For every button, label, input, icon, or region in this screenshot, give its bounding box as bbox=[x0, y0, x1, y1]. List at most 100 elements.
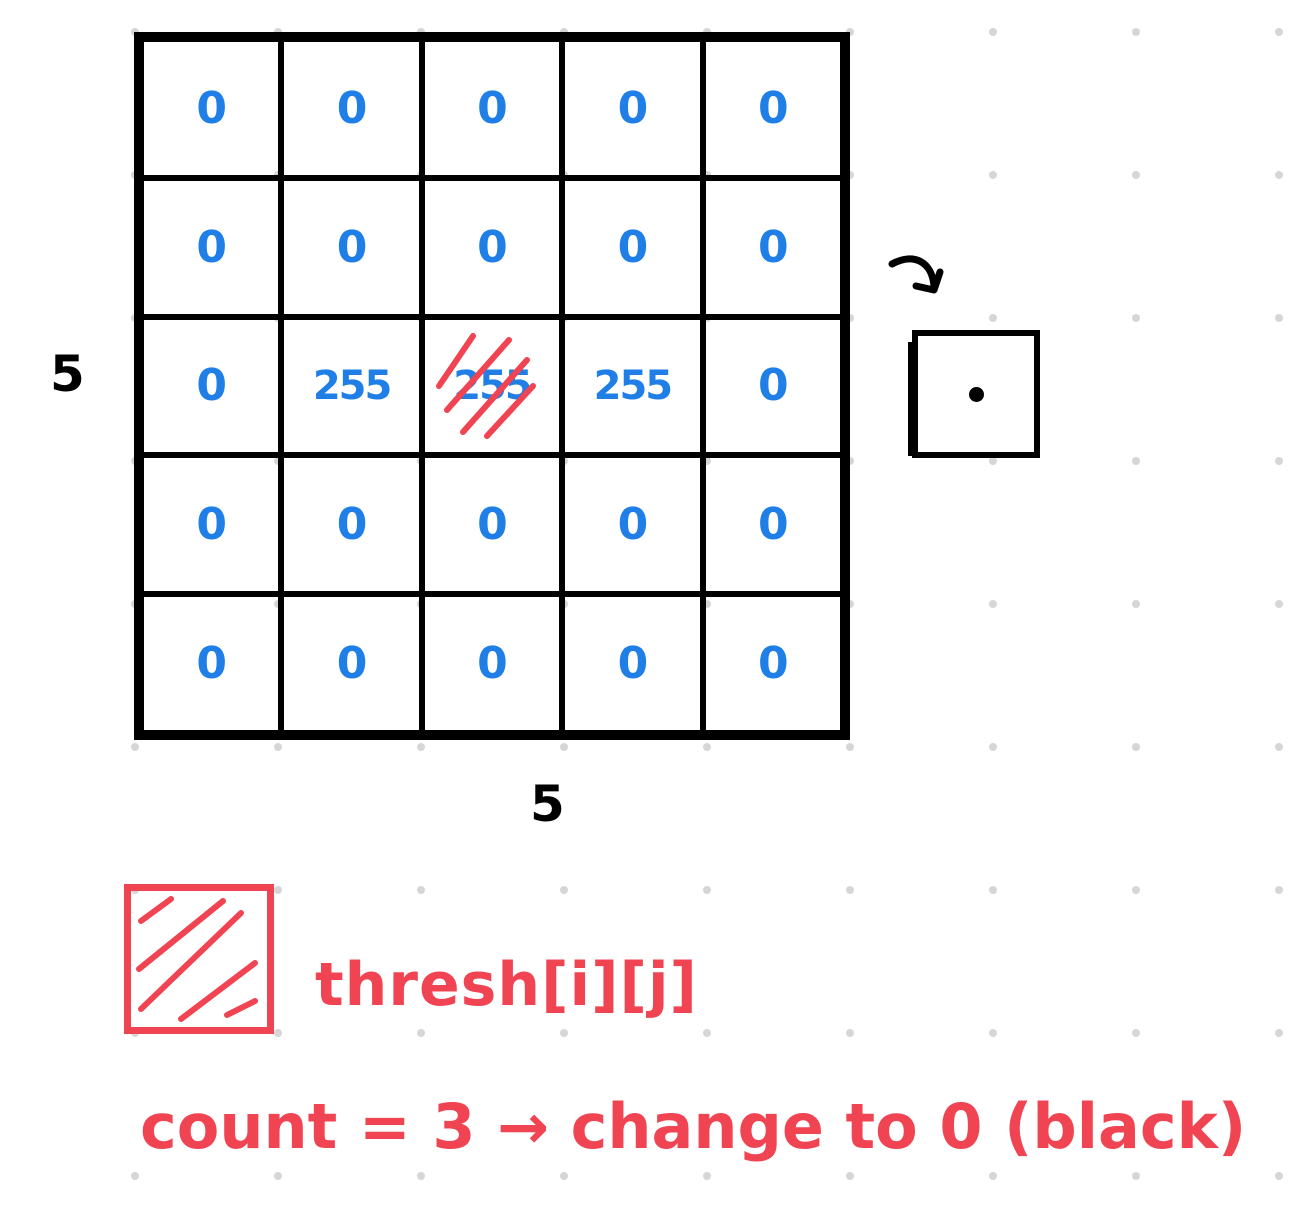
grid-dot bbox=[274, 1172, 282, 1180]
grid-dot bbox=[1275, 171, 1283, 179]
grid-dot bbox=[1275, 457, 1283, 465]
grid-dot bbox=[1275, 28, 1283, 36]
cell-value: 0 bbox=[757, 360, 789, 412]
grid-dot bbox=[560, 743, 568, 751]
kernel-edge bbox=[908, 342, 916, 456]
grid-dot bbox=[989, 600, 997, 608]
grid-dot bbox=[560, 886, 568, 894]
cell-value: 255 bbox=[453, 362, 532, 409]
cell-value: 0 bbox=[757, 638, 789, 690]
column-count-label: 5 bbox=[530, 775, 565, 833]
grid-dot bbox=[1275, 1029, 1283, 1037]
matrix-cell: 0 bbox=[141, 455, 282, 595]
matrix-cell: 0 bbox=[702, 455, 843, 595]
matrix-cell: 0 bbox=[562, 455, 703, 595]
grid-dot bbox=[274, 743, 282, 751]
grid-dot bbox=[1132, 886, 1140, 894]
cell-value: 0 bbox=[617, 82, 649, 134]
grid-dot bbox=[989, 171, 997, 179]
grid-dot bbox=[1132, 314, 1140, 322]
grid-dot bbox=[274, 886, 282, 894]
grid-dot bbox=[703, 1029, 711, 1037]
grid-dot bbox=[417, 743, 425, 751]
cell-value: 0 bbox=[757, 221, 789, 273]
matrix-cell: 0 bbox=[702, 594, 843, 733]
grid-dot bbox=[989, 314, 997, 322]
grid-dot bbox=[1275, 1172, 1283, 1180]
grid-dot bbox=[1132, 457, 1140, 465]
grid-dot bbox=[1132, 743, 1140, 751]
cell-value: 0 bbox=[757, 82, 789, 134]
grid-dot bbox=[274, 1029, 282, 1037]
grid-dot bbox=[989, 457, 997, 465]
grid-dot bbox=[846, 1029, 854, 1037]
grid-dot bbox=[417, 1029, 425, 1037]
cell-value: 0 bbox=[617, 638, 649, 690]
cell-value: 0 bbox=[196, 638, 227, 690]
cell-value: 0 bbox=[336, 499, 368, 551]
grid-dot bbox=[989, 1029, 997, 1037]
cell-value: 0 bbox=[196, 499, 227, 551]
cell-value: 0 bbox=[196, 221, 227, 273]
grid-dot bbox=[1132, 1172, 1140, 1180]
cell-value: 0 bbox=[477, 499, 508, 551]
matrix-cell: 0 bbox=[421, 455, 563, 595]
hatch-icon bbox=[136, 896, 258, 1022]
grid-dot bbox=[846, 1172, 854, 1180]
cell-value: 255 bbox=[312, 362, 392, 409]
kernel-window bbox=[908, 330, 1040, 458]
cell-value: 0 bbox=[336, 82, 368, 134]
cell-value: 0 bbox=[477, 221, 508, 273]
matrix-cell: 0 bbox=[421, 594, 563, 733]
matrix-cell: 0 bbox=[421, 177, 563, 317]
grid-dot bbox=[1275, 886, 1283, 894]
curved-arrow-icon bbox=[888, 255, 944, 294]
matrix-cell: 0 bbox=[281, 177, 422, 317]
grid-dot bbox=[846, 886, 854, 894]
grid-dot bbox=[1275, 600, 1283, 608]
matrix-cell: 255 bbox=[421, 316, 563, 456]
matrix-cell: 0 bbox=[702, 39, 843, 178]
cell-value: 0 bbox=[477, 638, 508, 690]
grid-dot bbox=[1132, 28, 1140, 36]
cell-value: 0 bbox=[617, 499, 649, 551]
grid-dot bbox=[417, 1172, 425, 1180]
kernel-center-dot bbox=[969, 387, 984, 402]
grid-dot bbox=[989, 28, 997, 36]
grid-dot bbox=[989, 1172, 997, 1180]
matrix-cell: 0 bbox=[281, 39, 422, 178]
grid-dot bbox=[131, 743, 139, 751]
matrix-cell: 255 bbox=[281, 316, 422, 456]
matrix-cell: 0 bbox=[562, 177, 703, 317]
legend-label: thresh[i][j] bbox=[315, 950, 698, 1020]
matrix-cell: 0 bbox=[141, 177, 282, 317]
matrix-cell: 0 bbox=[562, 594, 703, 733]
cell-value: 0 bbox=[196, 360, 227, 412]
legend-swatch bbox=[124, 884, 274, 1034]
grid-dot bbox=[703, 886, 711, 894]
count-note: count = 3 → change to 0 (black) bbox=[140, 1090, 1247, 1163]
grid-dot bbox=[1132, 171, 1140, 179]
pixel-matrix: 0 0 0 0 0 0 0 0 0 0 0 255 255 255 0 0 0 0 0 0 0 0 0 0 0 bbox=[134, 32, 850, 740]
matrix-cell: 0 bbox=[141, 39, 282, 178]
cell-value: 0 bbox=[617, 221, 649, 273]
grid-dot bbox=[1132, 1029, 1140, 1037]
matrix-cell: 255 bbox=[562, 316, 703, 456]
cell-value: 0 bbox=[336, 638, 368, 690]
matrix-cell: 0 bbox=[141, 594, 282, 733]
grid-dot bbox=[560, 1029, 568, 1037]
grid-dot bbox=[1132, 600, 1140, 608]
grid-dot bbox=[846, 743, 854, 751]
matrix-cell: 0 bbox=[281, 455, 422, 595]
matrix-cell: 0 bbox=[702, 177, 843, 317]
matrix-cell: 0 bbox=[421, 39, 563, 178]
cell-value: 0 bbox=[196, 82, 227, 134]
grid-dot bbox=[989, 886, 997, 894]
cell-value: 0 bbox=[757, 499, 789, 551]
cell-value: 0 bbox=[477, 82, 508, 134]
cell-value: 0 bbox=[336, 221, 368, 273]
grid-dot bbox=[417, 886, 425, 894]
matrix-cell: 0 bbox=[281, 594, 422, 733]
grid-dot bbox=[703, 743, 711, 751]
matrix-cell: 0 bbox=[702, 316, 843, 456]
